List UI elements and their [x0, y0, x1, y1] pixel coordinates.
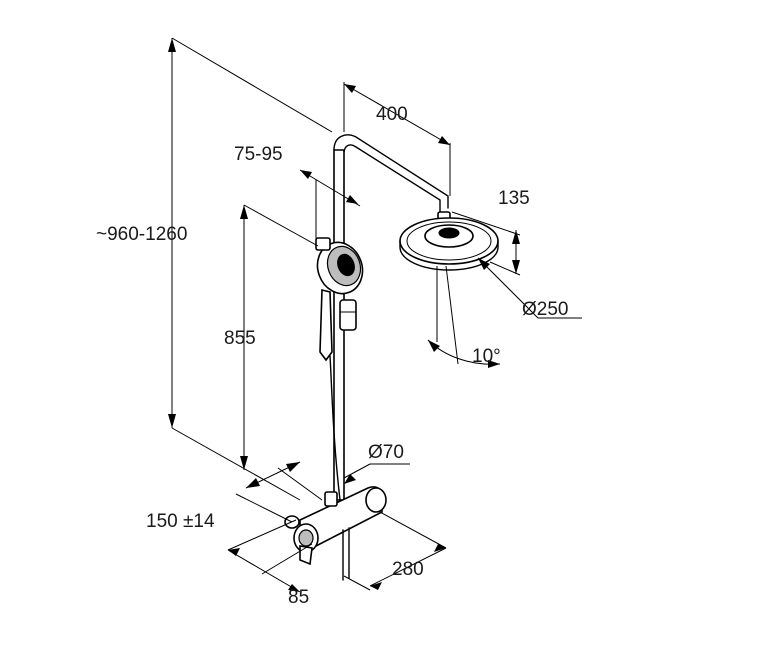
- label-inlet-spacing: 150 ±14: [146, 511, 215, 532]
- label-tilt-angle: 10°: [472, 346, 501, 367]
- hand-shower-slider: [339, 299, 357, 331]
- thermostat-mixer: [284, 486, 387, 581]
- shower-hose: [329, 355, 341, 501]
- shower-arm: [333, 134, 449, 209]
- overhead-shower-head: [399, 217, 499, 271]
- label-overall-height: ~960-1260: [96, 224, 187, 245]
- label-projection: 280: [392, 559, 424, 580]
- hand-shower: [315, 237, 364, 362]
- label-arm-length: 400: [376, 104, 408, 125]
- label-pipe-diameter: Ø70: [368, 442, 404, 463]
- dimension-labels: ~960-1260 400 75-95 135 Ø250 10° 855 Ø70…: [96, 104, 568, 608]
- label-head-diameter: Ø250: [522, 299, 568, 320]
- label-handshower-offset: 75-95: [234, 144, 283, 165]
- label-wall-distance: 85: [288, 587, 309, 608]
- shower-assembly: [284, 134, 499, 581]
- dimension-lines: [168, 37, 582, 593]
- label-head-height: 135: [498, 188, 530, 209]
- label-handshower-height: 855: [224, 328, 256, 349]
